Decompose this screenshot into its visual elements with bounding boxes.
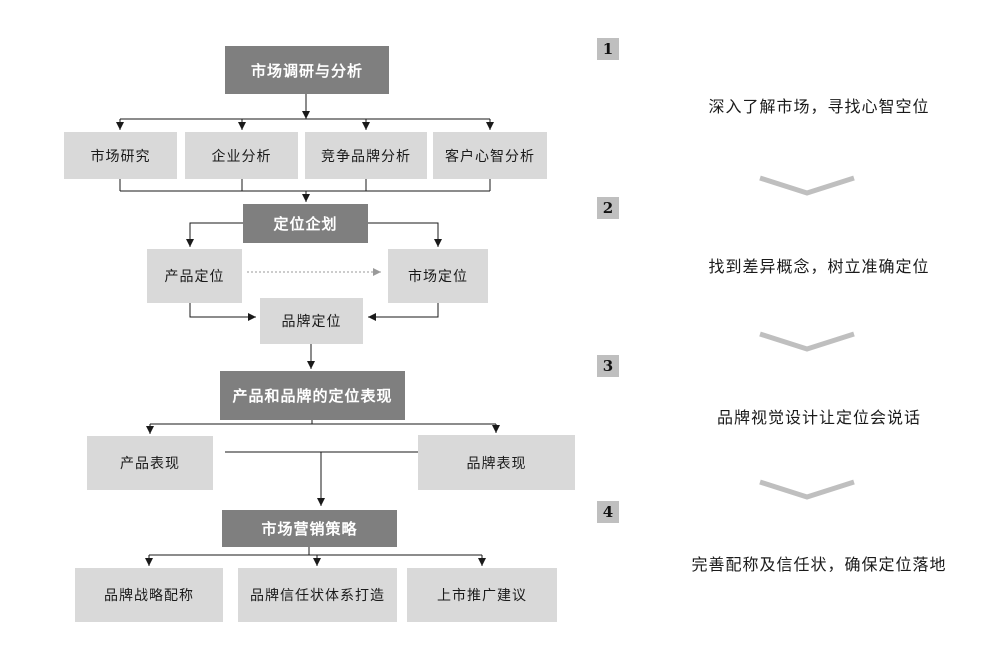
flow-box-trust-endorsement-system: 品牌信任状体系打造 bbox=[238, 568, 397, 622]
step-4-badge: 4 bbox=[597, 501, 619, 523]
stage-box-market-research-analysis: 市场调研与分析 bbox=[225, 46, 389, 94]
flow-box-brand-strategy-matching: 品牌战略配称 bbox=[75, 568, 223, 622]
step-4-description: 完善配称及信任状，确保定位落地 bbox=[691, 555, 947, 574]
step-1-description: 深入了解市场，寻找心智空位 bbox=[708, 97, 930, 116]
stage-box-positioning-expression: 产品和品牌的定位表现 bbox=[220, 371, 405, 420]
step-1-badge: 1 bbox=[597, 38, 619, 60]
chevron-down-icon bbox=[759, 479, 855, 500]
chevron-down-icon bbox=[759, 331, 855, 352]
stage-box-positioning-planning: 定位企划 bbox=[243, 204, 368, 243]
stage-box-marketing-strategy: 市场营销策略 bbox=[222, 510, 397, 547]
step-2-badge: 2 bbox=[597, 197, 619, 219]
step-3-badge: 3 bbox=[597, 355, 619, 377]
flow-box-competitor-brand-analysis: 竞争品牌分析 bbox=[305, 132, 427, 179]
step-3-description: 品牌视觉设计让定位会说话 bbox=[716, 408, 921, 427]
flow-box-market-positioning: 市场定位 bbox=[388, 249, 488, 303]
step-2-description: 找到差异概念，树立准确定位 bbox=[708, 257, 930, 276]
flow-box-launch-promotion-suggestion: 上市推广建议 bbox=[407, 568, 557, 622]
flow-box-brand-expression: 品牌表现 bbox=[418, 435, 575, 490]
flow-box-customer-mind-analysis: 客户心智分析 bbox=[433, 132, 547, 179]
flow-box-product-expression: 产品表现 bbox=[87, 436, 213, 490]
flow-connector-lines bbox=[116, 94, 500, 566]
flow-box-product-positioning: 产品定位 bbox=[147, 249, 242, 303]
flow-box-market-research: 市场研究 bbox=[64, 132, 177, 179]
chevron-down-icon bbox=[759, 175, 855, 196]
flow-box-brand-positioning: 品牌定位 bbox=[260, 298, 363, 344]
flow-box-enterprise-analysis: 企业分析 bbox=[185, 132, 298, 179]
